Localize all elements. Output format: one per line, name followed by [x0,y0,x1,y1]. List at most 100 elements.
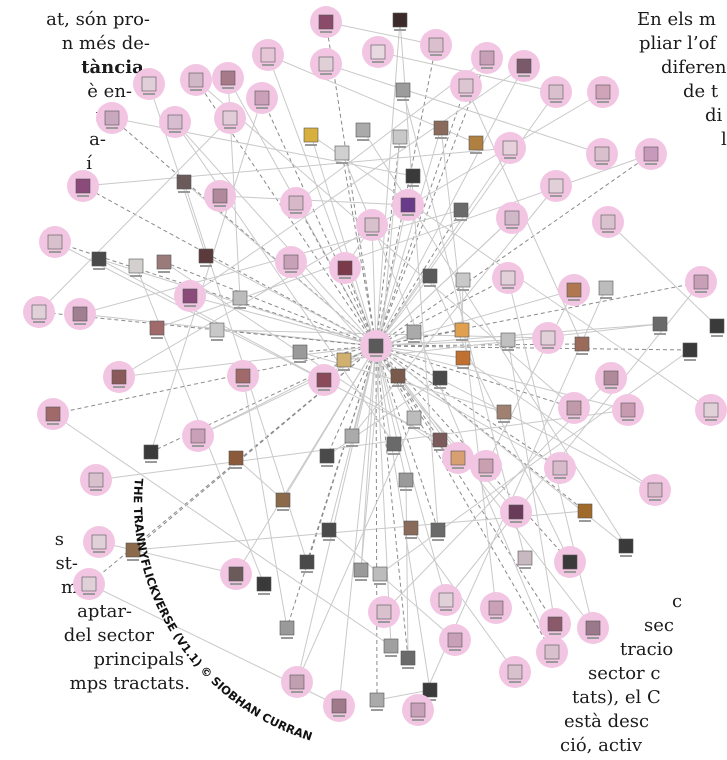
graph-node [405,168,421,187]
node-thumbnail [552,460,568,476]
graph-node [554,546,586,578]
node-caption-mark [192,445,204,447]
right-line: sec [644,615,674,636]
node-caption-mark [449,649,461,651]
node-caption-mark [230,467,242,469]
node-caption-mark [374,583,386,585]
node-thumbnail [422,682,438,698]
left-line: del sector [63,625,154,646]
graph-edge [375,345,594,629]
node-thumbnail [422,268,438,284]
graph-node [618,538,634,557]
graph-node [212,62,244,94]
node-thumbnail [228,450,244,466]
node-caption-mark [430,54,442,56]
node-caption-mark [33,321,45,323]
graph-node [558,392,590,424]
right-line: diferen [661,57,727,78]
graph-edge [507,339,556,625]
graph-edge [375,345,556,625]
graph-node [336,352,352,371]
graph-node [125,542,141,561]
node-caption-mark [93,551,105,553]
graph-edge [189,65,525,297]
node-thumbnail [643,146,659,162]
node-thumbnail [232,290,248,306]
graph-edge [485,289,575,467]
node-caption-mark [224,127,236,129]
graph-edge [375,345,553,653]
node-thumbnail [299,554,315,570]
graph-node [586,138,618,170]
node-thumbnail [600,214,616,230]
graph-node [308,364,340,396]
node-caption-mark [320,73,332,75]
node-caption-mark [506,227,518,229]
node-caption-mark [518,75,530,77]
node-caption-mark [498,421,510,423]
node-caption-mark [564,571,576,573]
node-thumbnail [143,444,159,460]
graph-edge [375,345,392,647]
graph-node [355,122,371,141]
node-caption-mark [388,453,400,455]
graph-node [455,272,471,291]
node-caption-mark [596,163,608,165]
graph-edge [375,147,511,347]
graph-node [143,444,159,463]
graph-node [499,656,531,688]
graph-edge [410,527,516,673]
node-caption-mark [190,89,202,91]
graph-edge [375,127,442,347]
node-thumbnail [693,274,709,290]
node-thumbnail [502,140,518,156]
node-caption-mark [502,349,514,351]
node-thumbnail [88,472,104,488]
node-thumbnail [75,178,91,194]
node-caption-mark [372,61,384,63]
node-caption-mark [460,95,472,97]
graph-node [492,262,524,294]
node-thumbnail [141,76,157,92]
node-thumbnail [618,538,634,554]
node-caption-mark [394,146,406,148]
left-line: at, són pro- [46,9,150,30]
graph-node [398,472,414,491]
node-caption-mark [281,637,293,639]
node-caption-mark [605,387,617,389]
node-caption-mark [370,355,382,357]
node-caption-mark [649,499,661,501]
node-thumbnail [220,70,236,86]
graph-edge [375,345,439,531]
graph-edge [98,541,237,575]
node-thumbnail [344,428,360,444]
node-caption-mark [424,285,436,287]
graph-node [471,42,503,74]
node-thumbnail [383,638,399,654]
node-thumbnail [406,410,422,426]
graph-node [64,298,96,330]
graph-edge [375,345,431,691]
graph-edge [163,261,459,459]
node-caption-mark [318,389,330,391]
node-thumbnail [508,504,524,520]
node-thumbnail [91,251,107,267]
graph-edge [375,345,571,563]
node-thumbnail [190,428,206,444]
graph-edge [189,295,377,347]
node-caption-mark [49,251,61,253]
node-caption-mark [143,93,155,95]
node-thumbnail [566,400,582,416]
graph-node [204,180,236,212]
graph-node [310,6,342,38]
node-thumbnail [149,320,165,336]
node-thumbnail [455,350,471,366]
graph-edge [376,689,431,701]
node-thumbnail [355,122,371,138]
node-caption-mark [546,661,558,663]
graph-edge [375,57,488,347]
node-thumbnail [703,402,719,418]
graph-node [480,592,512,624]
node-caption-mark [456,339,468,341]
graph-edge [375,345,629,411]
